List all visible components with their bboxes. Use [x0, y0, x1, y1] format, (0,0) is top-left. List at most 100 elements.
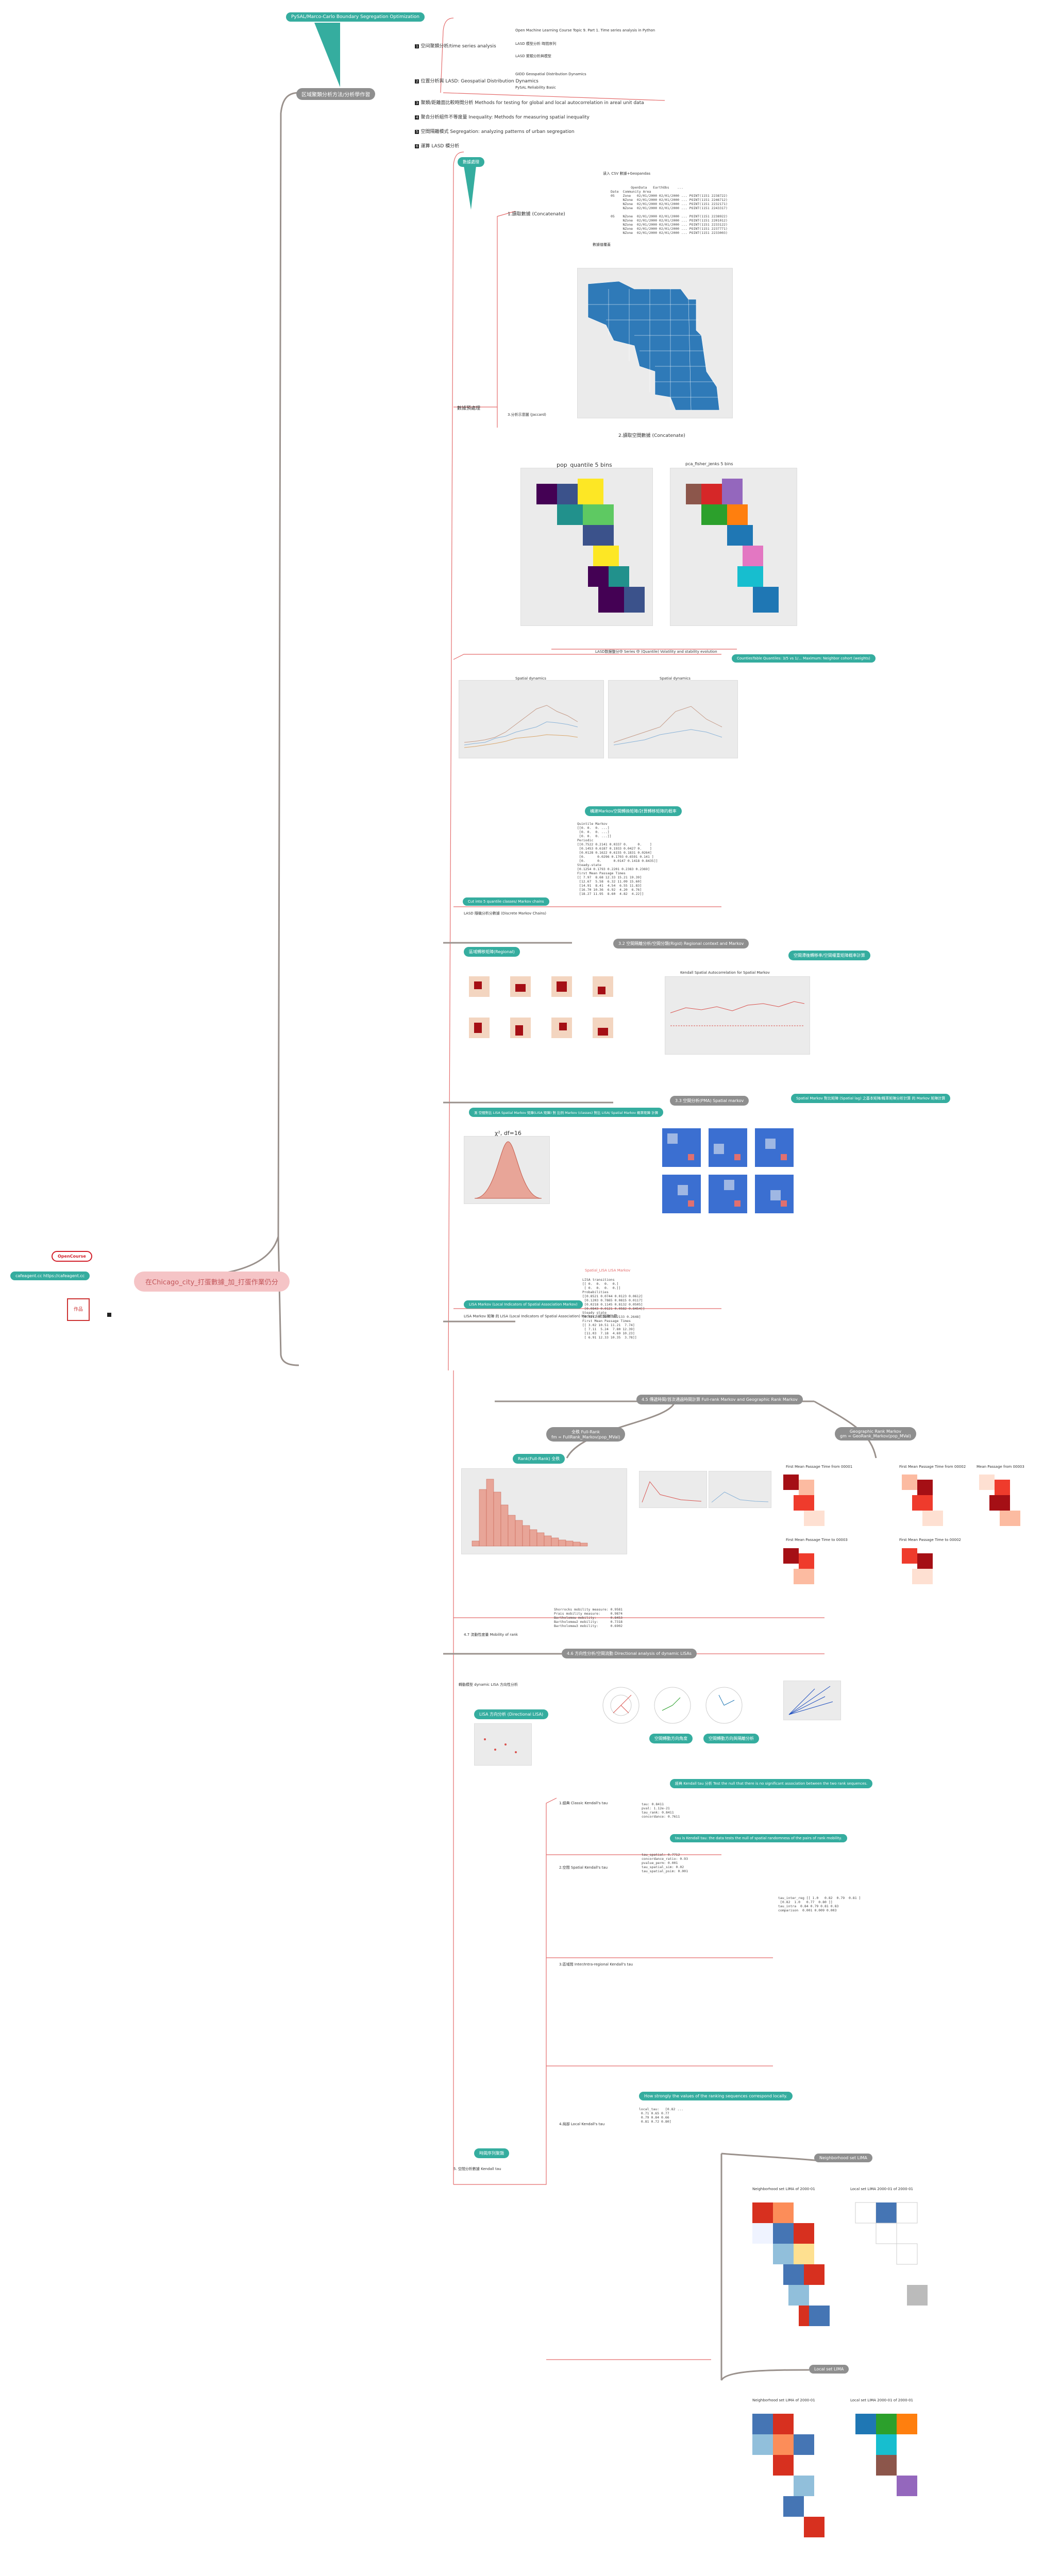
fmpt-map-5: [897, 1543, 953, 1595]
lisa-markov-pill[interactable]: LISA Markov (Local Indicators of Spatial…: [464, 1300, 583, 1309]
root-topic[interactable]: 在Chicago_city_打蛋數據_加_打蛋作業仍分: [134, 1272, 290, 1292]
directional-pill-c[interactable]: 空間轉動方向與隔離分析: [703, 1734, 759, 1743]
heatmap-grid: [662, 1128, 794, 1216]
fullrank-header[interactable]: 4.5 傳遞時間/首次通過時間計算 Full-rank Markov and G…: [636, 1395, 803, 1404]
lima-map-3: [742, 2403, 835, 2568]
lisa-code: LISA transitions [[ 0. 0. 0. 0.] [ 0. 0.…: [582, 1278, 645, 1340]
lima-map-2-svg: [855, 2202, 928, 2306]
spatial-kendall-label[interactable]: 2.空間 Spatial Kendall's tau: [559, 1866, 608, 1870]
branch-label[interactable]: 數據預處理: [457, 406, 481, 411]
intra-label[interactable]: 3.區域間 Inter/Intra-regional Kendall's tau: [559, 1962, 633, 1967]
site-tag[interactable]: cafeagent.cc https://cafeagent.cc: [10, 1272, 90, 1280]
mobility-label[interactable]: 4.7 流動性度量 Mobility of rank: [464, 1633, 518, 1637]
rose-2-svg: [654, 1687, 691, 1724]
local-kendall-pill[interactable]: How strongly the values of the ranking s…: [639, 2092, 793, 2100]
lima-map-title-4: Local set LIMA 2000-01 of 2000-01: [850, 2398, 914, 2402]
sub2-b[interactable]: PySAL Reliability Basic: [515, 86, 556, 90]
rose-chart-1: [600, 1685, 642, 1726]
rose-chart-3: [703, 1685, 745, 1726]
steady-chart-svg: [670, 1001, 805, 1026]
fmpt-title-2: First Mean Passage Time from 00002: [899, 1465, 966, 1469]
read-data-label[interactable]: 1.讀取數據 (Concatenate): [508, 212, 565, 217]
choropleth-2: [686, 479, 779, 613]
map1-title: pop_quantile 5 bins: [557, 462, 612, 468]
local-kendall-label[interactable]: 4.局部 Local Kendall's tau: [559, 2122, 605, 2126]
classic-code: tau: 0.8411 pval: 1.12e-21 tau_rank: 0.8…: [642, 1802, 680, 1819]
fmpt-map-3-svg: [979, 1475, 1020, 1526]
chart2-title: Spatial dynamics: [660, 676, 691, 681]
item-num-3: 3: [415, 101, 419, 105]
sub1-c[interactable]: LASD 聚類分析與模型: [515, 54, 551, 58]
matrix-code: Quintile Markov [[0. 0. 0. ...] [0. 0. 0…: [577, 822, 658, 896]
fmpt-map-3: [974, 1469, 1031, 1531]
series-note: LASD数据整分中 Series 中 (Quantile) Volatility…: [595, 650, 717, 654]
rank-histogram-svg: [472, 1479, 588, 1547]
spatial-note-pill[interactable]: Spatial Markov 對比矩陣 (Spatial lag) 之基本矩陣/…: [791, 1094, 951, 1103]
lima-map-title-2: Local set LIMA 2000-01 of 2000-01: [850, 2187, 914, 2191]
chi-title: χ², df=16: [495, 1130, 521, 1137]
lima-map-1: [742, 2192, 835, 2342]
classic-label[interactable]: 1.經典 Classic Kendall's tau: [559, 1801, 608, 1805]
fmpt-title-4: First Mean Passage Time to 00003: [786, 1538, 848, 1542]
top-item-2-text: 位置分析與 LASD: Geospatial Distribution Dyna…: [420, 79, 539, 84]
spatial-gray-pill[interactable]: 3.3 空間分析(PMA) Spatial markov: [670, 1096, 749, 1106]
directional-pill-b[interactable]: 空間轉動方向角度: [649, 1734, 693, 1743]
fmpt-title-5: First Mean Passage Time to 00002: [899, 1538, 961, 1542]
markov-label[interactable]: LASD 隨機分析分數據 (Discrete Markov Chains): [464, 911, 547, 916]
lisa-code-title: Spatial_LISA LISA Markov: [585, 1268, 631, 1273]
top-header-pill[interactable]: PySAL/Marco-Carlo Boundary Segregation O…: [286, 12, 425, 22]
sub1-a[interactable]: Open Machine Learning Course Topic 9. Pa…: [515, 28, 655, 32]
markov-pill[interactable]: Cut into 5 quantile classes/ Markov chai…: [463, 897, 549, 906]
top-main-node[interactable]: 区域聚類分析方法/分析學作習: [296, 88, 376, 100]
opencourse-tag[interactable]: OpenCourse: [52, 1251, 92, 1262]
directional-pill-a[interactable]: LISA 方向分析 (Directional LISA): [474, 1709, 549, 1719]
code-title: 读入 CSV 數據+Geopandas: [603, 172, 650, 176]
fullrank-pill[interactable]: Rank(Full-Rank) 全秩: [513, 1454, 565, 1464]
data-processing-pill[interactable]: 數據處理: [458, 157, 484, 167]
steady-chart: [665, 976, 810, 1055]
lima-map-1-svg: [752, 2202, 830, 2326]
classic-pill[interactable]: 經典 Kendall tau 分析 Test the null that the…: [670, 1779, 873, 1788]
spatial-left-pill[interactable]: 測 空間對比 LISA Spatial Markov 矩陣(LISA 矩陣) 對…: [469, 1108, 664, 1117]
directional-header[interactable]: 4.6 方向性分析/空間流動 Directional analysis of d…: [562, 1649, 697, 1658]
georank-head[interactable]: Geographic Rank Markov gm = GeoRank_Mark…: [835, 1427, 916, 1440]
spatial-kendall-pill[interactable]: tau is Kendall tau: the data tests the n…: [670, 1834, 847, 1842]
callout-pointer: [314, 23, 340, 87]
regional-gray-pill[interactable]: 3.2 空間隔離分析/空間分類(Rigid) Regional context …: [613, 939, 749, 948]
fullrank-left-head[interactable]: 全秩 Full-Rank fm = FullRank_Markov(pop_MV…: [546, 1427, 626, 1442]
rank-histogram: [461, 1468, 627, 1554]
fmpt-title-1: First Mean Passage Time from 00001: [786, 1465, 853, 1469]
chicago-map-panel: [577, 268, 733, 418]
ts-cluster-pill[interactable]: 時間序列聚類: [474, 2148, 509, 2158]
lima-map-2: [845, 2192, 938, 2342]
item-num-1: 1: [415, 44, 419, 48]
dist-label[interactable]: 3.分析示意圖 (Jaccard): [508, 413, 546, 417]
dir-chart-1: [474, 1723, 532, 1766]
local-kendall-code: local_tau: [0.82 ... 0.71 0.65 0.77 0.79…: [639, 2107, 684, 2124]
sub1-b[interactable]: LASD 模型分析 時間序列: [515, 42, 557, 46]
regional-pill-2[interactable]: 空間滯後轉移率/空間權重矩陣概率計算: [788, 951, 870, 960]
fullrank-left-head-text: 全秩 Full-Rank: [571, 1430, 600, 1434]
ts-cluster-label[interactable]: 5. 空間分析數據 Kendall tau: [453, 2167, 501, 2171]
series-pill[interactable]: CountiesTable Quantiles: 3/5 vs 1/... Ma…: [732, 654, 876, 663]
rose-chart-2: [652, 1685, 693, 1726]
intra-code: tau_inter_reg [[ 1.0 0.82 0.79 0.81 ] [0…: [778, 1896, 861, 1912]
sub2-a[interactable]: GIDD Geospatial Distribution Dynamics: [515, 72, 586, 76]
spatial-kendall-code: tau_spatial: 0.7712 concordance_ratio: 0…: [642, 1853, 688, 1873]
matrix-pill[interactable]: 構建Markov空間轉換矩陣/計算轉移矩陣的概率: [585, 806, 682, 816]
fmpt-map-4-svg: [783, 1548, 814, 1584]
lima-pill[interactable]: Neighborhood set LIMA: [814, 2154, 872, 2162]
line-chart-1-series: [464, 705, 578, 748]
directional-label[interactable]: 轉動模型 dynamic LISA 方向性分析: [459, 1683, 518, 1687]
regional-pill[interactable]: 區域轉移矩陣(Regional): [464, 947, 520, 957]
local-lima-pill[interactable]: Local set LIMA: [809, 2365, 849, 2374]
read-map-label[interactable]: 2.讀取空間數據 (Concatenate): [618, 433, 685, 438]
lisa-label[interactable]: LISA Markov 矩陣 的 LISA (Local Indicators …: [464, 1314, 617, 1318]
callout-pointer-2: [464, 166, 476, 210]
